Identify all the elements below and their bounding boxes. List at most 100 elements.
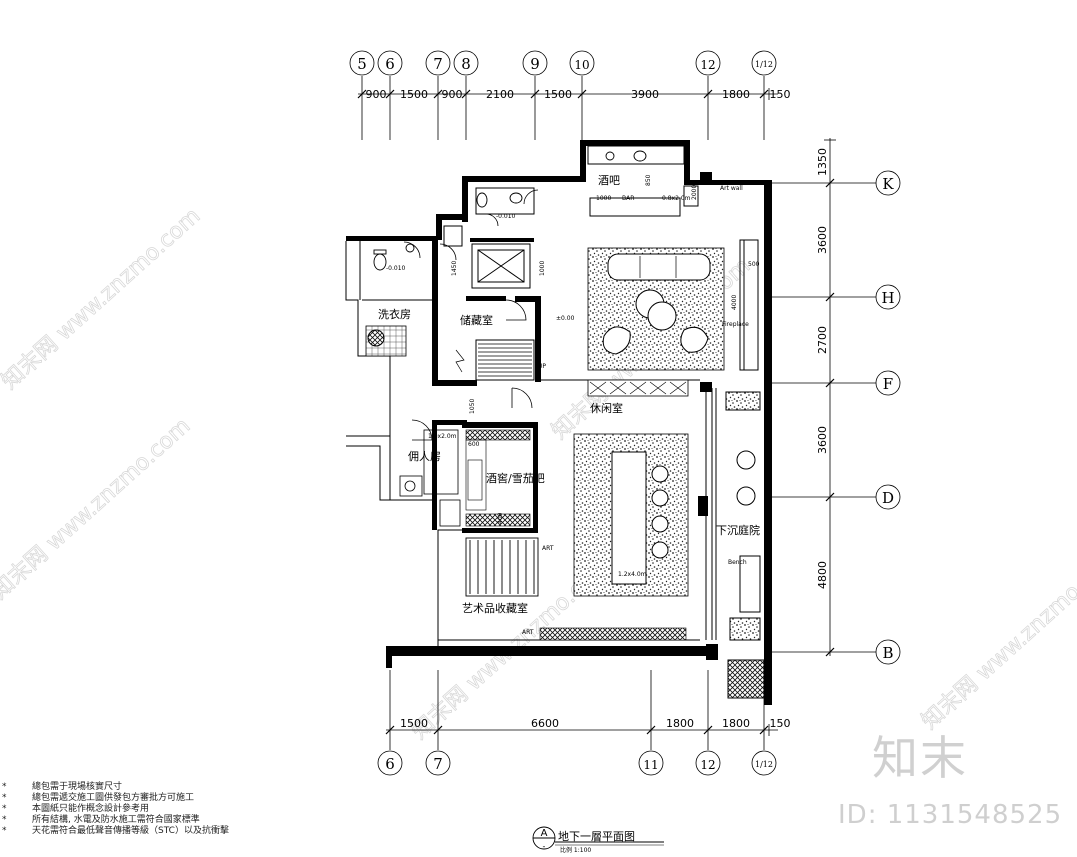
dim-top-1: 900 <box>366 88 387 101</box>
level-3: -0.010 <box>496 213 516 220</box>
wm-text-1: 知末网 www.znzmo.com <box>0 204 205 395</box>
label-1000: 1000 <box>596 195 611 202</box>
note-3: *本圖紙只能作概念設計參考用 <box>2 804 150 814</box>
room-storage: 储藏室 <box>460 313 493 327</box>
title-text: 地下一層平面图 <box>558 830 635 843</box>
right-grid <box>770 138 901 665</box>
grid-bottom-5: 1/12 <box>755 760 773 769</box>
grid-right-3: F <box>883 375 893 393</box>
level-2: -0.010 <box>386 265 406 272</box>
room-art: 艺术品收藏室 <box>462 601 528 615</box>
note-1: *總包需于現場核實尺寸 <box>2 782 123 792</box>
grid-top-1: 5 <box>357 55 367 73</box>
dim-top-2: 1500 <box>400 88 428 101</box>
grid-top-6: 10 <box>574 58 589 72</box>
label-600: 600 <box>468 441 480 448</box>
dim-top-4: 2100 <box>486 88 514 101</box>
bottom-grid <box>377 670 778 776</box>
carpet-label: 1.2x4.0m <box>618 571 647 578</box>
dim-right-3: 2700 <box>816 326 829 354</box>
dim-top-5: 1500 <box>544 88 572 101</box>
dim-top-7: 1800 <box>722 88 750 101</box>
washer <box>365 325 407 357</box>
title-ref: A <box>541 828 548 839</box>
dim-bottom-3: 1800 <box>666 717 694 730</box>
stair <box>455 343 532 377</box>
wm-text-2: 知末网 www.znzmo.com <box>0 414 195 605</box>
dim-bottom-5: 150 <box>770 717 791 730</box>
dim-bottom-4: 1800 <box>722 717 750 730</box>
room-wine: 酒窖/雪茄吧 <box>486 471 545 485</box>
top-grid <box>349 50 778 140</box>
maid-bed-label: 1.0x2.0m <box>428 433 457 440</box>
label-850: 850 <box>645 174 652 186</box>
doors <box>403 189 539 441</box>
level-1: ±0.00 <box>556 315 575 322</box>
grid-top-2: 6 <box>385 55 395 73</box>
grid-right-2: H <box>881 289 894 307</box>
label-2000: 2000 <box>691 185 698 200</box>
toilets <box>373 150 647 271</box>
art-wall-label: Art wall <box>720 185 743 192</box>
general-notes: *總包需于現場核實尺寸 *總包需遞交施工圖供發包方審批方可施工 *本圖紙只能作概… <box>2 782 229 837</box>
dim-top-6: 3900 <box>631 88 659 101</box>
room-maid: 佣人房 <box>408 450 441 463</box>
grid-top-7: 12 <box>700 58 715 72</box>
room-lounge: 休闲室 <box>590 401 623 415</box>
planter <box>727 659 765 699</box>
bench-label: Bench <box>728 559 747 566</box>
note-4: *所有結構, 水電及防水施工需符合國家標準 <box>2 815 200 825</box>
dim-right-2: 3600 <box>816 226 829 254</box>
court-chairs <box>725 391 761 641</box>
label-4000: 4000 <box>731 295 738 310</box>
note-5: *天花需符合最低聲音傳播等級（STC）以及抗衝擊 <box>2 826 229 836</box>
scale-text: 比例 1:100 <box>560 846 591 854</box>
art-racks <box>465 537 539 597</box>
up-label: UP <box>538 363 546 370</box>
thin-partitions <box>345 145 759 656</box>
room-bar: 酒吧 <box>598 174 620 187</box>
grid-right-4: D <box>882 489 894 507</box>
elevator <box>471 243 531 289</box>
grid-top-8: 1/12 <box>755 60 773 69</box>
label-400: 400 <box>497 512 504 524</box>
grid-bottom-1: 6 <box>385 755 395 773</box>
art-shelf <box>539 627 687 641</box>
lounge-carpet <box>587 247 725 397</box>
grid-top-4: 8 <box>461 55 471 73</box>
label-1000b: 1000 <box>539 261 546 276</box>
dim-right-5: 4800 <box>816 561 829 589</box>
note-2: *總包需遞交施工圖供發包方審批方可施工 <box>2 793 195 803</box>
room-court: 下沉庭院 <box>716 523 760 537</box>
walls <box>346 140 772 705</box>
grid-bottom-2: 7 <box>433 755 443 773</box>
grid-top-3: 7 <box>433 55 443 73</box>
grid-right-5: B <box>882 644 893 662</box>
dim-top-8: 150 <box>770 88 791 101</box>
watermark-id: ID: 1131548525 <box>838 800 1063 830</box>
drawing-title: A - 地下一層平面图 比例 1:100 <box>532 826 664 854</box>
wine-racks <box>465 429 531 527</box>
dim-top-3: 900 <box>442 88 463 101</box>
label-1050: 1050 <box>469 399 476 414</box>
dim-right-4: 3600 <box>816 426 829 454</box>
grid-top-5: 9 <box>530 55 540 73</box>
wm-text-5: 知末网 www.znzmo.com <box>917 544 1077 735</box>
bar-dim: 0.8x2.0m <box>662 195 691 202</box>
art-label-2: ART <box>522 629 534 636</box>
grid-bottom-4: 12 <box>700 758 715 772</box>
watermark-logo: 知末 <box>872 731 968 785</box>
room-laundry: 洗衣房 <box>378 307 411 321</box>
label-500: 500 <box>748 261 760 268</box>
dim-bottom-1: 1500 <box>400 717 428 730</box>
grid-right-1: K <box>882 175 894 193</box>
art-label-1: ART <box>542 545 554 552</box>
dining-carpet <box>573 433 689 597</box>
label-1450: 1450 <box>451 261 458 276</box>
fireplace-label: Fireplace <box>722 321 749 328</box>
dim-right-1: 1350 <box>816 148 829 176</box>
dim-bottom-2: 6600 <box>531 717 559 730</box>
grid-bottom-3: 11 <box>643 758 658 772</box>
bar-note: BAR <box>622 195 634 202</box>
